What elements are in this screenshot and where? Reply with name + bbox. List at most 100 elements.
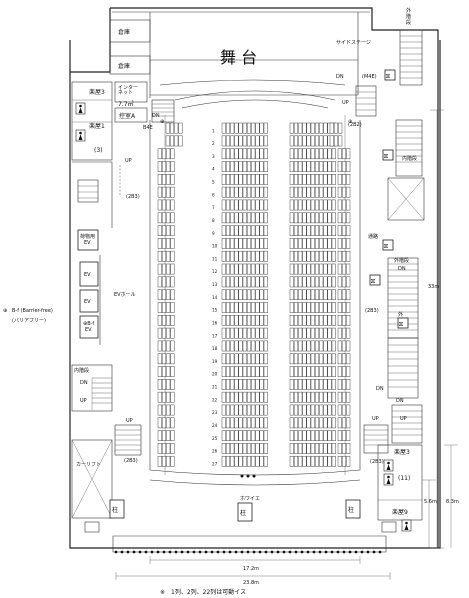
seat bbox=[246, 391, 252, 403]
seat bbox=[298, 417, 303, 429]
seat bbox=[337, 199, 342, 211]
seat bbox=[246, 148, 252, 160]
seat bbox=[310, 186, 315, 198]
seat bbox=[166, 199, 171, 211]
control-a-label: 控室A bbox=[119, 112, 136, 120]
seat bbox=[157, 161, 162, 172]
seat bbox=[323, 276, 328, 288]
seat bbox=[242, 238, 247, 249]
dressing-3b-label: 楽屋3 bbox=[394, 448, 410, 456]
seat bbox=[255, 327, 260, 339]
svg-text:(2B3): (2B3) bbox=[365, 308, 379, 314]
seat bbox=[263, 135, 268, 147]
seat bbox=[242, 289, 247, 301]
seat bbox=[225, 327, 231, 339]
seat bbox=[255, 186, 260, 198]
seat bbox=[255, 417, 260, 429]
seat bbox=[242, 122, 247, 134]
seat bbox=[298, 122, 303, 134]
seat bbox=[263, 340, 268, 352]
seat bbox=[327, 263, 332, 275]
seat bbox=[238, 289, 243, 301]
seat bbox=[302, 174, 307, 185]
seat bbox=[293, 327, 299, 339]
seat bbox=[251, 122, 256, 134]
seat bbox=[166, 430, 171, 441]
seat bbox=[341, 276, 347, 288]
seat bbox=[246, 327, 252, 339]
facade-column bbox=[342, 550, 346, 554]
seat bbox=[166, 379, 171, 390]
seat bbox=[293, 238, 299, 249]
seat bbox=[341, 174, 347, 185]
seat bbox=[221, 314, 226, 326]
svg-text:DN: DN bbox=[80, 380, 88, 386]
seat bbox=[331, 391, 336, 403]
seat bbox=[166, 455, 171, 467]
facade-column bbox=[150, 550, 154, 554]
seat bbox=[251, 404, 256, 416]
seat bbox=[289, 340, 294, 352]
svg-text:⊕: ⊕ bbox=[160, 119, 164, 125]
seat bbox=[263, 314, 268, 326]
seat bbox=[329, 135, 334, 147]
seat bbox=[221, 443, 226, 454]
facade-column bbox=[192, 550, 196, 554]
left-stair-lower: UP (2B3) bbox=[114, 418, 142, 464]
seat bbox=[293, 430, 299, 441]
seat bbox=[242, 263, 247, 275]
foyer-label: ホワイエ bbox=[240, 496, 260, 502]
seat bbox=[323, 314, 328, 326]
seat bbox=[225, 379, 231, 390]
seat bbox=[230, 238, 235, 249]
row-number: 20 bbox=[212, 372, 218, 377]
seat bbox=[238, 302, 243, 313]
seat bbox=[306, 417, 311, 429]
area-label: 7.7㎡ bbox=[118, 100, 134, 108]
seat bbox=[166, 391, 171, 403]
seat bbox=[337, 186, 342, 198]
seat bbox=[230, 174, 235, 185]
seat bbox=[259, 417, 264, 429]
seat bbox=[230, 353, 235, 365]
seat bbox=[346, 161, 351, 172]
facade-column bbox=[360, 550, 364, 554]
seat bbox=[225, 404, 231, 416]
seat bbox=[263, 238, 268, 249]
seat bbox=[327, 379, 332, 390]
seat bbox=[319, 302, 324, 313]
row-number: 14 bbox=[212, 295, 218, 300]
seat bbox=[161, 366, 167, 377]
seat bbox=[255, 314, 260, 326]
seat bbox=[293, 225, 299, 236]
seat bbox=[170, 161, 175, 172]
seat bbox=[221, 122, 226, 134]
seat bbox=[319, 289, 324, 301]
seat bbox=[166, 289, 171, 301]
legend-symbol: ⊕ bbox=[3, 308, 7, 314]
seat bbox=[337, 379, 342, 390]
seat bbox=[246, 238, 252, 249]
seat bbox=[225, 443, 231, 454]
svg-text:DN: DN bbox=[396, 398, 404, 404]
seat bbox=[327, 276, 332, 288]
seat bbox=[323, 302, 328, 313]
seat bbox=[310, 263, 315, 275]
seat bbox=[293, 250, 299, 262]
row-number: 2 bbox=[212, 141, 215, 146]
seat bbox=[337, 238, 342, 249]
seat bbox=[327, 340, 332, 352]
passage-label: 通路 bbox=[368, 233, 378, 240]
seat bbox=[323, 225, 328, 236]
facade-column bbox=[126, 550, 130, 554]
foyer-area: ホワイエ 柱 柱 柱 bbox=[109, 474, 361, 522]
seat bbox=[251, 379, 256, 390]
seat bbox=[259, 250, 264, 262]
dim-83: 8.3m bbox=[446, 499, 459, 505]
seat bbox=[157, 302, 162, 313]
seat bbox=[323, 250, 328, 262]
seat bbox=[170, 186, 175, 198]
seat bbox=[221, 340, 226, 352]
